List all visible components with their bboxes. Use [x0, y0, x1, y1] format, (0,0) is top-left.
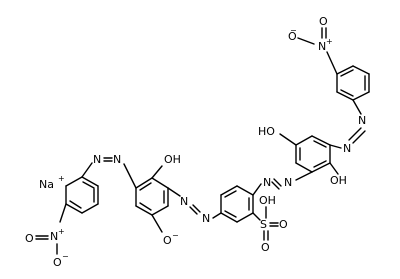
sulfonic-acid-group: S OH O O — [252, 194, 288, 254]
phenoxide-o-label: O — [163, 234, 172, 247]
left-resorcinol-ring — [135, 177, 169, 216]
top-azo-bond: N N — [329, 99, 366, 155]
central-sulfophenyl-ring — [220, 185, 254, 223]
azo-n4-label: N — [263, 176, 271, 189]
middle-left-azo-bond: N N — [167, 187, 222, 225]
sulfonyl-o2-label: O — [261, 241, 270, 254]
left-nitro-o-minus-label: O — [53, 256, 62, 269]
nitro-o-label: O — [319, 15, 328, 28]
top-nitrophenyl-ring — [336, 65, 370, 101]
left-nitro-n-charge: + — [58, 227, 65, 236]
phenoxide-charge: − — [172, 231, 179, 240]
top-nitro-group: N + O O − — [288, 15, 338, 75]
azo-n2-label: N — [343, 142, 351, 155]
sulfonyl-o1-label: O — [279, 218, 288, 231]
left-nitro-o-label: O — [25, 232, 34, 245]
sulfonic-oh-label: OH — [259, 194, 276, 207]
nitro-o-minus-label: O — [288, 30, 297, 43]
nitro-n-charge: + — [326, 37, 333, 46]
azo-n1-label: N — [358, 114, 366, 127]
azo-n7-label: N — [113, 153, 121, 166]
azo-n6-label: N — [180, 195, 188, 208]
sulfur-label: S — [260, 218, 267, 231]
right-ring-oh-label: OH — [330, 174, 347, 187]
left-nitro-o-charge: − — [62, 252, 69, 261]
azo-n8-label: N — [93, 153, 101, 166]
azo-n5-label: N — [202, 212, 210, 225]
left-nitrophenyl-ring — [65, 176, 99, 214]
left-ring-oh-label: OH — [164, 153, 181, 166]
sodium-ion-label: Na — [39, 178, 54, 191]
left-nitro-n-label: N — [50, 230, 58, 243]
right-ring-ho-label: HO — [258, 125, 275, 138]
azo-n3-label: N — [284, 176, 292, 189]
nitro-n-label: N — [318, 40, 326, 53]
right-resorcinol-ring — [295, 135, 331, 173]
left-nitro-group: N + O O − — [25, 203, 69, 269]
nitro-o-charge: − — [290, 26, 297, 35]
left-azo-bond: N N — [81, 153, 137, 189]
middle-right-azo-bond: N N — [252, 171, 313, 196]
sodium-ion-charge: + — [58, 174, 65, 183]
